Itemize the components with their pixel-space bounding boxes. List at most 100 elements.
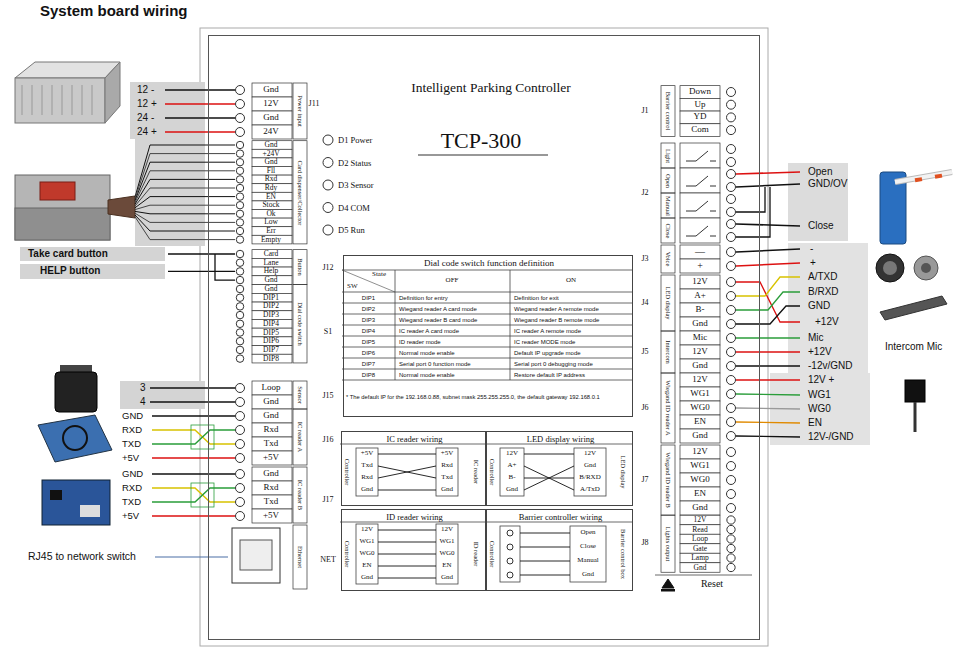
table-cell: Restore default IP address [514,371,585,377]
terminal-label: Gnd [692,503,708,512]
table-line [510,270,511,380]
loop-detector [55,372,97,412]
terminal-cell [680,111,720,124]
terminal-label: 12V [692,347,708,356]
terminal-label: 12V [694,516,707,524]
wire [736,292,800,310]
wire [152,515,235,516]
relay-symbol [680,218,720,243]
terminal-cell [680,387,720,401]
connector-id: J8 [641,539,648,547]
terminal-cell [680,345,720,359]
table-cell: ID reader mode [399,338,441,344]
table-line [340,444,485,445]
section-frame [661,515,675,572]
wire-label: WG1 [808,390,831,401]
wire-label: GND [122,411,143,421]
pin-label: WG0 [359,550,374,557]
terminal-cell [252,125,292,139]
terminal-cell [252,337,292,346]
wire [736,263,800,266]
terminal-label: DIP3 [263,311,279,319]
card-dispenser [40,182,75,200]
section-frame [293,83,307,139]
wire-label: -12v/GND [808,361,852,372]
wire [135,217,235,240]
terminal-label: Card [264,250,279,258]
terminal-dot [727,535,735,543]
wire [736,187,765,212]
terminal-dot [236,384,245,393]
wire [165,117,235,119]
terminal-label: Rdy [265,184,278,192]
terminal-cell [252,184,292,193]
terminal-label: +5V [263,511,279,520]
terminal-dot [727,334,736,343]
wire-label: A/TXD [808,272,837,283]
terminal-dot [236,320,244,328]
pin-label: WG1 [439,538,454,545]
terminal-dot [727,348,736,357]
wire [520,575,570,576]
terminal-dot [236,470,245,479]
vent-line [92,85,93,115]
wire [378,578,436,579]
terminal-cell [252,495,292,509]
terminal-label: Gnd [263,469,279,478]
terminal-dot [727,113,736,122]
grey-band [20,264,165,279]
terminal-cell [252,409,292,423]
table-line [342,369,632,370]
pin-frame [500,448,524,496]
terminal-cell [252,111,292,125]
section-frame [661,373,675,443]
wire [135,197,235,208]
terminal-dot [236,100,245,109]
terminal-label: Gnd [692,319,708,328]
wire [150,387,235,388]
terminal-dot [727,448,736,457]
connector-id: J3 [641,255,648,263]
terminal-dot [727,432,736,441]
terminal-dot [727,544,735,552]
terminal-dot [236,294,244,302]
table-cell: IC reader A card mode [399,327,459,333]
table-cell: Definition for entry [399,294,448,300]
pin-label: Txd [441,474,452,481]
vent-line [52,85,53,115]
table-cell: SW [347,283,358,290]
terminal-cell [252,293,292,302]
table-cell: Definition for exit [514,294,559,300]
terminal-label: Low [264,218,278,226]
wire [736,337,800,338]
connector-id: J7 [641,476,648,484]
terminal-label: Rxd [265,175,278,183]
box-title: Dial code switch function definition [424,259,554,268]
wire [152,457,235,458]
card-dispenser [15,208,110,240]
table-cell: DIP3 [362,316,375,322]
ethernet-port [240,540,272,570]
barrier-arm [895,172,952,182]
led-label: D2 Status [338,158,371,167]
terminal-dot [236,337,244,345]
connector-id: J5 [641,348,648,356]
table-cell: IC reader MODE mode [514,338,575,344]
terminal-dot [236,484,245,493]
terminal-cell [252,210,292,219]
pin-label: Gnd [441,486,453,493]
box-title: ID reader wiring [386,513,443,522]
terminal-label: A+ [694,291,706,300]
wire [165,103,235,105]
page-title: System board wiring [40,3,188,19]
table-cell: State [372,271,386,278]
wiring-side: Controller [489,459,496,486]
terminal-dot [727,320,736,329]
terminal-cell [680,429,720,443]
terminal-cell [252,467,292,481]
wire-label: 12V + [808,375,834,386]
relay-symbol [710,211,716,212]
wire-label: + [810,258,816,269]
table-cell: Default IP upgrade mode [514,349,581,355]
wire [378,490,436,491]
